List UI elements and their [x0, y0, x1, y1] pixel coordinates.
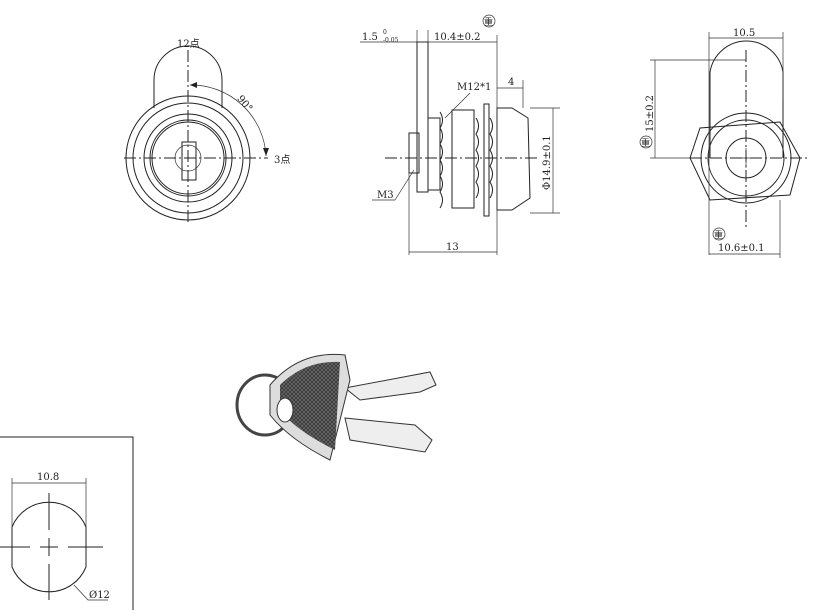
dim-plate-tol-upper: 0: [383, 29, 387, 36]
key-mark-rear-1: 重: [641, 137, 650, 149]
keys-illustration: [235, 353, 437, 461]
dim-flat-width: 10.6±0.1: [718, 243, 765, 254]
key-mark-side: 重: [484, 16, 493, 28]
dim-total-length: 13: [446, 242, 459, 253]
side-view: 1.5 0 -0.05 10.4±0.2 重 4 M12*1 Φ14.9±0.1…: [360, 14, 560, 255]
dim-cutout-diameter: Ø12: [89, 590, 110, 601]
label-12-oclock: 12点: [177, 38, 200, 50]
dim-thread: M12*1: [457, 82, 491, 93]
cutout-view: 10.8 Ø12: [0, 436, 134, 610]
angle-label: 90°: [234, 94, 254, 115]
rear-view: 10.5 15±0.2 重 重 10.6±0.1: [639, 28, 808, 258]
dim-head-length: 4: [508, 77, 514, 88]
key-head-icon: [280, 361, 340, 450]
dim-plate-tol-lower: -0.05: [383, 37, 399, 44]
dim-cam-width: 10.5: [733, 28, 755, 39]
dim-cutout-flat: 10.8: [37, 472, 59, 483]
key-mark-rear-2: 重: [714, 229, 723, 241]
dim-screw: M3: [377, 190, 394, 201]
label-3-oclock: 3点: [274, 154, 290, 166]
front-view: 12点 3点 90°: [124, 38, 290, 225]
dim-plate-thickness: 1.5: [362, 32, 378, 43]
dim-cam-length: 15±0.2: [645, 95, 656, 132]
dim-head-diameter: Φ14.9±0.1: [542, 135, 553, 190]
dim-length-to-flange: 10.4±0.2: [434, 32, 481, 43]
